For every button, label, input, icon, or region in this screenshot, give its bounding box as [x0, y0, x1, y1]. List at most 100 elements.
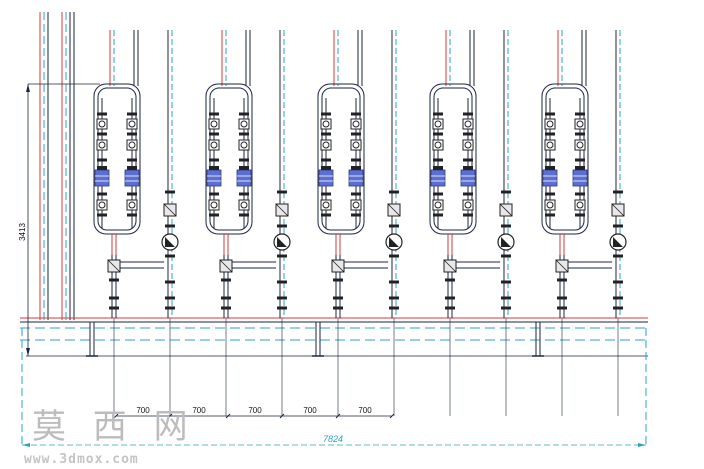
flange: [463, 213, 473, 217]
flange: [127, 112, 137, 116]
flange: [445, 278, 455, 282]
flange: [613, 224, 623, 228]
flange: [501, 190, 511, 194]
flange: [545, 213, 555, 217]
pump-body: [318, 169, 334, 187]
total-dimension-label: 7824: [323, 434, 343, 444]
flange: [575, 112, 585, 116]
pump-body: [542, 169, 558, 187]
ball-valve: [320, 139, 332, 151]
flange: [97, 158, 107, 162]
flange: [351, 112, 361, 116]
dimension-label: 700: [248, 406, 262, 415]
dimension-tick: [225, 413, 231, 419]
flange: [575, 158, 585, 162]
flange: [209, 213, 219, 217]
ball-valve: [432, 199, 444, 211]
ball-valve: [574, 139, 586, 151]
flange: [209, 192, 219, 196]
flange: [239, 112, 249, 116]
bypass-loop: [205, 83, 253, 235]
ball-valve: [462, 139, 474, 151]
flange: [463, 158, 473, 162]
flange: [165, 224, 175, 228]
valve-module: [541, 30, 627, 416]
vertical-dimension: 3413: [18, 83, 100, 356]
ball-valve: [432, 118, 444, 130]
flange: [109, 306, 119, 310]
flange: [165, 190, 175, 194]
flange: [445, 306, 455, 310]
flange: [97, 132, 107, 136]
flange: [389, 224, 399, 228]
flange: [127, 192, 137, 196]
flange: [351, 192, 361, 196]
pump-body: [572, 169, 588, 187]
flange: [351, 213, 361, 217]
ball-valve: [96, 199, 108, 211]
dimension-tick: [167, 413, 173, 419]
pump-body: [124, 169, 140, 187]
flange: [239, 192, 249, 196]
flange: [165, 296, 175, 300]
ball-valve: [126, 118, 138, 130]
flange: [613, 254, 623, 258]
flange: [165, 254, 175, 258]
flange: [463, 192, 473, 196]
flange: [463, 112, 473, 116]
flange: [433, 158, 443, 162]
flange: [613, 296, 623, 300]
flange: [433, 132, 443, 136]
flange: [321, 213, 331, 217]
flange: [501, 224, 511, 228]
dimension-tick: [279, 413, 285, 419]
flange: [351, 132, 361, 136]
dimension-label: 700: [192, 406, 206, 415]
ball-valve: [208, 118, 220, 130]
flange: [321, 112, 331, 116]
flange: [433, 213, 443, 217]
ball-valve: [574, 199, 586, 211]
flange: [127, 132, 137, 136]
ball-valve: [126, 139, 138, 151]
ball-valve: [96, 118, 108, 130]
flange: [501, 306, 511, 310]
flange: [109, 296, 119, 300]
dimension-tick: [113, 413, 119, 419]
dimension-label: 700: [358, 406, 372, 415]
flange: [613, 306, 623, 310]
flange: [321, 192, 331, 196]
flange: [575, 213, 585, 217]
flange: [239, 213, 249, 217]
ball-valve: [574, 118, 586, 130]
flange: [389, 280, 399, 284]
flange: [557, 296, 567, 300]
dimension-label: 700: [136, 406, 150, 415]
flange: [97, 112, 107, 116]
bypass-loop: [93, 83, 141, 235]
flange: [209, 112, 219, 116]
flange: [351, 158, 361, 162]
valve-module: [429, 30, 515, 416]
flange: [389, 296, 399, 300]
watermark-chinese: 莫 西 网: [32, 407, 196, 447]
header-lines: [20, 317, 648, 445]
ball-valve: [96, 139, 108, 151]
flange: [277, 254, 287, 258]
ball-valve: [350, 118, 362, 130]
flange: [109, 278, 119, 282]
flange: [389, 254, 399, 258]
ball-valve: [208, 139, 220, 151]
flange: [501, 280, 511, 284]
bypass-loop: [541, 83, 589, 235]
dimension-label: 700: [303, 406, 317, 415]
total-dimension: 7824: [22, 434, 646, 447]
flange: [575, 132, 585, 136]
flange: [333, 278, 343, 282]
ball-valve: [544, 199, 556, 211]
flange: [239, 132, 249, 136]
ball-valve: [320, 118, 332, 130]
flange: [333, 296, 343, 300]
pump-body: [94, 169, 110, 187]
